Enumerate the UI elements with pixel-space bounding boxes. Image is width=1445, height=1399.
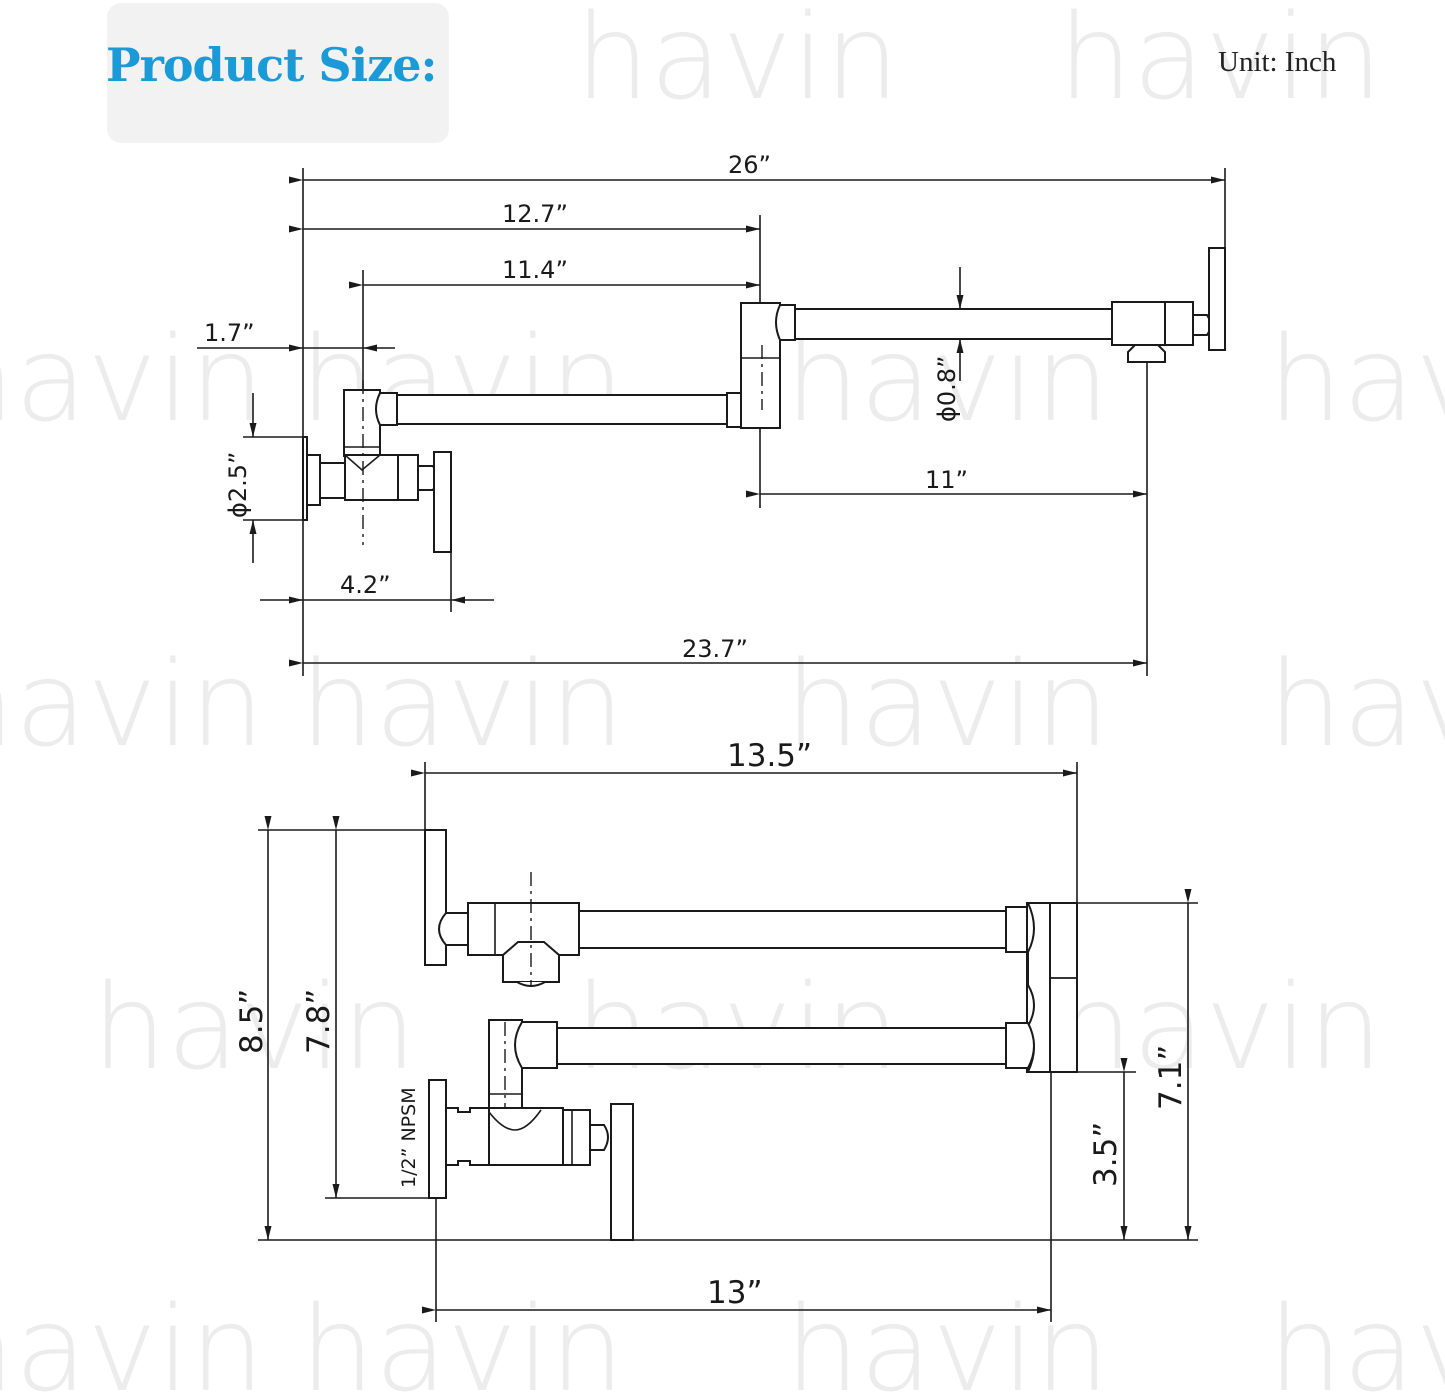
top-view: 26” 12.7” 11.4” 1.7” ϕ2.5” ϕ0.8” 11” 4.2…: [197, 151, 1226, 676]
dim-label-7-8: 7.8”: [301, 989, 337, 1054]
thread-spec-label: 1/2” NPSM: [398, 1087, 420, 1188]
dim-label-13-5: 13.5”: [727, 738, 812, 774]
watermark: havin: [92, 958, 417, 1096]
dim-label-12-7: 12.7”: [502, 200, 568, 228]
dim-label-11-4: 11.4”: [502, 256, 568, 284]
dim-label-11: 11”: [925, 466, 968, 494]
watermark: havin: [300, 1280, 625, 1399]
dim-label-3-5: 3.5”: [1088, 1122, 1124, 1187]
dim-label-7-1: 7.1”: [1153, 1045, 1189, 1110]
dim-label-13: 13”: [707, 1275, 763, 1311]
watermark: havin: [575, 0, 900, 126]
watermark: havin: [785, 1280, 1110, 1399]
watermark: havin: [1058, 958, 1383, 1096]
title-background: [107, 3, 449, 143]
folded-view: 13.5” 8.5” 7.8” 1/2” NPSM 3.5” 7.1” 13”: [234, 738, 1198, 1322]
watermark: havin: [1268, 635, 1445, 773]
watermark: havin: [0, 310, 265, 448]
dim-label-23-7: 23.7”: [682, 635, 748, 663]
watermark: havin: [1268, 1280, 1445, 1399]
page-title: Product Size:: [106, 38, 437, 92]
unit-label: Unit: Inch: [1218, 46, 1337, 78]
dim-label-plate-diameter: ϕ2.5”: [224, 452, 252, 518]
dim-label-4-2: 4.2”: [340, 571, 391, 599]
watermark: havin: [0, 635, 265, 773]
watermark: havin: [1268, 310, 1445, 448]
dim-label-8-5: 8.5”: [234, 989, 270, 1054]
watermark: havin: [785, 635, 1110, 773]
watermark: havin: [1058, 0, 1383, 126]
dim-label-26: 26”: [728, 151, 771, 179]
dim-label-1-7: 1.7”: [204, 319, 255, 347]
watermark: havin: [300, 635, 625, 773]
watermark: havin: [0, 1280, 265, 1399]
dim-label-pipe-diameter: ϕ0.8”: [933, 356, 961, 422]
